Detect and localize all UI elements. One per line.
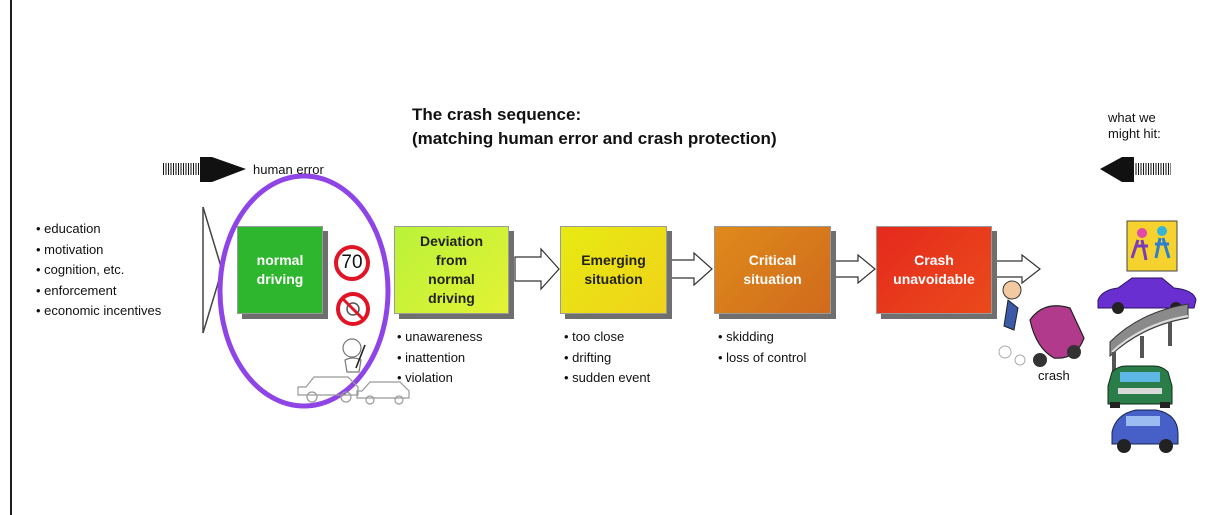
bullet-item: • violation (397, 370, 453, 385)
influence-item: • motivation (36, 241, 104, 257)
stage-label-line: driving (428, 290, 475, 306)
pedestrians-icon (1126, 220, 1178, 272)
speed-limit-sign: 70 (334, 245, 370, 281)
bullet-item: • skidding (718, 329, 774, 344)
stage-label-line: driving (256, 271, 304, 287)
purple-car-icon (1097, 277, 1197, 314)
human-error-arrow-tail (163, 163, 201, 175)
influence-funnel-arrow (202, 206, 223, 334)
crash-label: crash (1038, 368, 1070, 383)
bullet-item: • loss of control (718, 349, 807, 365)
left-border-line (10, 0, 12, 515)
what-we-might-hit-label: what we might hit: (1108, 110, 1161, 142)
stage-label-line: Crash (914, 252, 954, 268)
influence-item: • enforcement (36, 282, 117, 298)
stage-emerging-situation: Emerging situation (560, 226, 667, 314)
stage-label-line: Critical (748, 252, 797, 268)
critical-bullets: • skidding • loss of control (718, 327, 806, 368)
stage-label-line: normal (256, 252, 304, 268)
diagram-title: The crash sequence: (matching human erro… (412, 103, 777, 151)
bullet-item: • sudden event (564, 370, 651, 385)
connector-arrow-4 (995, 253, 1041, 285)
human-error-arrow-head (200, 157, 246, 182)
deviation-bullets: • unawareness • inattention • violation (397, 327, 483, 389)
no-drinking-sign-icon (336, 292, 370, 326)
human-error-label: human error (253, 162, 324, 177)
bullet-item: • unawareness (397, 329, 483, 344)
what-we-might-hit-line-2: might hit: (1108, 126, 1161, 141)
bullet-item: • too close (564, 329, 625, 344)
stage-label-line: situation (743, 271, 802, 287)
what-we-might-hit-line-1: what we (1108, 110, 1156, 125)
influence-item: • economic incentives (36, 303, 162, 318)
influence-item: • education (36, 221, 101, 236)
speed-limit-value: 70 (341, 252, 363, 273)
might-hit-arrow-tail (1133, 163, 1171, 175)
stage-normal-driving: normal driving (237, 226, 323, 314)
traffic-cars-icon (297, 376, 410, 405)
influence-item: • cognition, etc. (36, 262, 125, 277)
title-line-2: (matching human error and crash protecti… (412, 129, 777, 148)
bullet-item: • inattention (397, 349, 466, 365)
stage-label-line: normal (428, 271, 475, 287)
front-car-icon (1107, 365, 1173, 408)
emerging-bullets: • too close • drifting • sudden event (564, 327, 650, 389)
stage-label-line: unavoidable (893, 271, 975, 287)
driver-phone-icon (342, 338, 366, 373)
title-line-1: The crash sequence: (412, 105, 582, 124)
might-hit-arrow-head (1100, 157, 1134, 182)
stage-label-line: from (435, 252, 468, 268)
influence-list: • education • motivation • cognition, et… (36, 219, 161, 322)
stage-label-line: Deviation (419, 233, 483, 249)
stage-crash-unavoidable: Crash unavoidable (876, 226, 992, 314)
guardrail-icon (1109, 303, 1189, 372)
crashing-driver-icon (998, 280, 1085, 367)
connector-arrow-1 (514, 247, 560, 291)
stage-label-line: situation (584, 271, 643, 287)
blue-suv-icon (1111, 409, 1179, 453)
bullet-item: • drifting (564, 349, 612, 365)
stage-label-line: Emerging (581, 252, 646, 268)
stage-critical-situation: Critical situation (714, 226, 831, 314)
connector-arrow-3 (833, 253, 876, 285)
stage-deviation: Deviation from normal driving (394, 226, 509, 314)
connector-arrow-2 (667, 251, 713, 287)
